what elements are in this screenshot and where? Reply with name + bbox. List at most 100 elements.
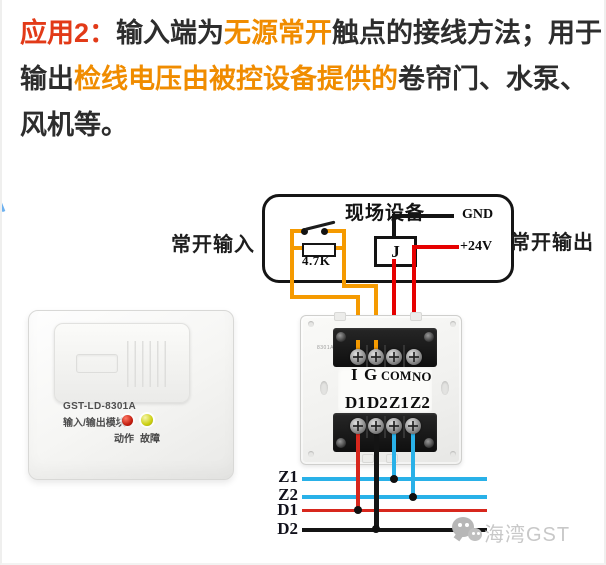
resistor-body: [302, 243, 336, 257]
wire-i-into-terminal: [356, 340, 360, 352]
corner-hole: [450, 451, 456, 457]
intro-text-seg: 风机等。: [20, 110, 128, 140]
intro-text-seg: 输出: [20, 64, 74, 94]
block-end-screw: [336, 332, 346, 342]
mounting-hole-left: [320, 381, 328, 395]
module-front-grille: [121, 341, 171, 387]
wechat-icon-small-bubble: [468, 528, 482, 541]
wire-g-into-terminal: [374, 340, 378, 352]
resistor-lead-left: [290, 246, 304, 250]
intro-highlight: 检线电压由被控设备提供的: [74, 64, 398, 94]
plus24v-label: +24V: [460, 239, 493, 254]
intro-heading: 应用2：: [20, 18, 117, 48]
loop-right-wire: [342, 229, 346, 288]
wire-d2-vertical: [374, 428, 379, 530]
corner-hole: [308, 321, 314, 327]
gnd-label: GND: [462, 207, 494, 222]
corner-hole: [308, 451, 314, 457]
terminal-screw-i: [350, 349, 366, 365]
switch-wire-right: [325, 229, 346, 233]
mounting-tab: [410, 312, 422, 321]
wechat-icon-eye: [472, 532, 475, 535]
junction-dot-z2: [409, 493, 417, 501]
terminal-label-com: COM: [381, 369, 412, 383]
terminal-label-z2: Z2: [410, 393, 430, 412]
intro-line-3: 风机等。: [20, 102, 598, 148]
resistor-lead-right: [330, 246, 346, 250]
no-wire-vertical: [412, 245, 416, 354]
terminal-separator: [366, 345, 368, 367]
board-code-label: 8301A: [317, 345, 334, 351]
mounting-hole-right: [441, 381, 449, 395]
loop-left-wire: [290, 229, 294, 299]
plus24v-wire-horizontal: [413, 245, 459, 249]
corner-hole: [450, 321, 456, 327]
bus-line-d1: [302, 508, 487, 512]
bus-label-d1: D1: [277, 500, 298, 519]
field-device-box: [262, 194, 514, 283]
terminal-screw-z2: [405, 418, 421, 434]
terminal-separator: [403, 416, 405, 438]
junction-dot-d1: [354, 506, 362, 514]
wire-z1-vertical: [392, 428, 396, 479]
action-led-label: 动作: [114, 434, 134, 445]
intro-line-1: 应用2：输入端为无源常开触点的接线方法；用于: [20, 10, 602, 56]
block-end-screw: [424, 438, 434, 448]
block-end-screw: [336, 438, 346, 448]
terminal-screw-no: [406, 349, 422, 365]
intro-line-2: 输出检线电压由被控设备提供的卷帘门、水泵、: [20, 56, 598, 102]
normally-open-output-label: 常开输出: [510, 232, 594, 254]
wechat-icon-eye: [477, 532, 480, 535]
switch-wire-left: [290, 229, 307, 233]
terminal-screw-g: [368, 349, 384, 365]
gnd-wire-horizontal: [392, 214, 454, 218]
wechat-icon-eye: [465, 523, 469, 527]
normally-open-input-label: 常开输入: [171, 234, 255, 256]
wire-d1-vertical: [356, 428, 360, 511]
mounting-tab: [362, 454, 374, 463]
fault-led-label: 故障: [140, 434, 160, 445]
mounting-tab: [334, 312, 346, 321]
com-wire-vertical: [392, 259, 396, 354]
intro-highlight: 无源常开: [224, 18, 333, 48]
terminal-label-d1: D1: [345, 393, 366, 412]
bus-line-z2: [302, 495, 487, 499]
resistor-value-label: 4.7K: [302, 253, 331, 268]
terminal-screw-com: [386, 349, 402, 365]
action-led: [122, 415, 133, 426]
field-device-title: 现场设备: [344, 203, 425, 224]
terminal-label-z1: Z1: [389, 393, 409, 412]
intro-paragraph: 应用2：输入端为无源常开触点的接线方法；用于 输出检线电压由被控设备提供的卷帘门…: [20, 10, 602, 148]
switch-contact-dot-right: [321, 227, 328, 235]
terminal-separator: [366, 416, 368, 438]
gnd-wire-vertical: [392, 214, 396, 239]
module-model-label: GST-LD-8301A: [63, 401, 137, 412]
junction-dot-d2: [372, 525, 380, 533]
relay-label: J: [391, 241, 400, 261]
module-rear-center-face: [338, 368, 432, 412]
terminal-separator: [384, 416, 386, 438]
block-end-screw: [424, 332, 434, 342]
terminal-screw-d1: [350, 418, 366, 434]
intro-text-seg: 触点的接线方法；用于: [332, 18, 603, 48]
bus-line-d2: [302, 527, 487, 532]
bus-label-z2: Z2: [278, 485, 298, 504]
terminal-label-d2: D2: [367, 393, 388, 412]
wire-z2-vertical: [411, 428, 415, 497]
edge-artifact: [0, 198, 6, 213]
module-name-label: 输入/输出模块: [63, 418, 126, 429]
terminal-separator: [384, 345, 386, 367]
watermark-brand: 海湾GST: [484, 524, 571, 546]
bus-label-z1: Z1: [278, 467, 298, 486]
terminal-screw-z1: [386, 418, 402, 434]
terminal-label-i: I: [351, 365, 358, 384]
intro-text-seg: 卷帘门、水泵、: [398, 64, 587, 94]
terminal-screw-d2: [368, 418, 384, 434]
wechat-icon-eye: [458, 523, 462, 527]
wire-g-horizontal: [342, 284, 378, 288]
terminal-separator: [403, 345, 405, 367]
intro-text-seg: 输入端为: [116, 18, 225, 48]
module-front-emboss: [76, 354, 118, 373]
bus-label-d2: D2: [277, 519, 298, 538]
